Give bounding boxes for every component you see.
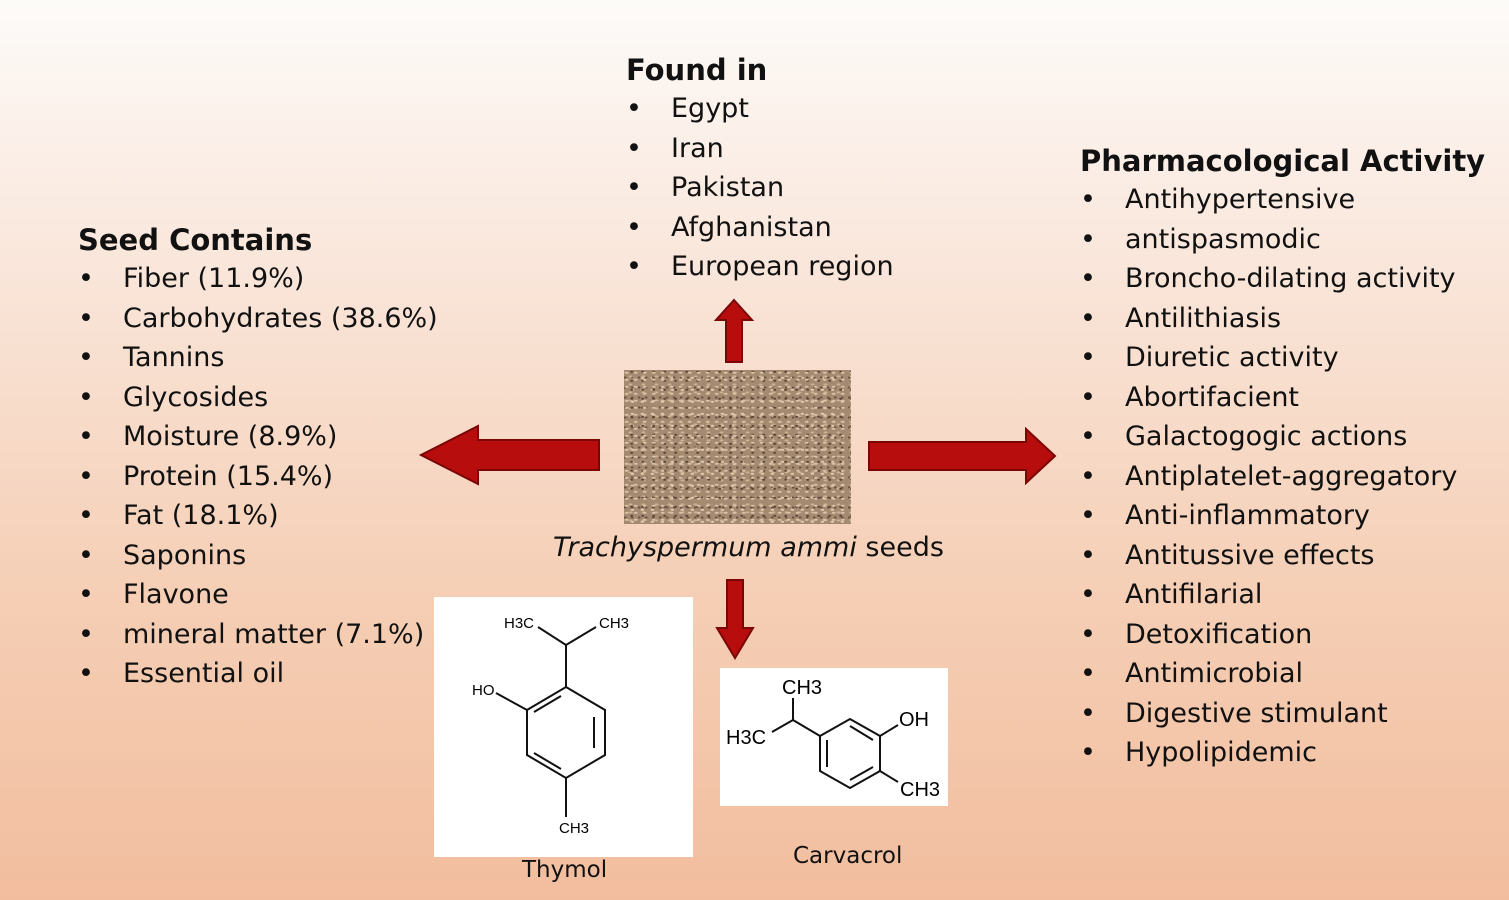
- list-item: •Pakistan: [626, 168, 784, 208]
- pharmacological-activity-list: •Antihypertensive •antispasmodic •Bronch…: [1080, 180, 1485, 773]
- list-item: •Protein (15.4%): [78, 457, 333, 497]
- bullet: •: [1080, 342, 1096, 373]
- list-item: •Antiplatelet-aggregatory: [1080, 457, 1485, 497]
- bullet: •: [626, 211, 642, 243]
- pharmacological-activity-section: Pharmacological Activity •Antihypertensi…: [1080, 144, 1485, 773]
- carvacrol-ch3-bottom-label: CH3: [900, 779, 940, 801]
- list-item: •Carbohydrates (38.6%): [78, 299, 438, 339]
- arrow-right-icon: [868, 427, 1057, 485]
- bullet: •: [78, 342, 94, 373]
- thymol-ch3-bottom-label: CH3: [559, 820, 589, 837]
- list-item: •Antimicrobial: [1080, 654, 1485, 694]
- bullet: •: [626, 93, 642, 124]
- thymol-ch3-top-label: CH3: [599, 615, 629, 632]
- bullet: •: [1080, 618, 1096, 650]
- list-item: •Anti-inflammatory: [1080, 496, 1485, 536]
- found-in-list: •Egypt •Iran •Pakistan •Afghanistan •Eur…: [626, 89, 894, 287]
- carvacrol-label: Carvacrol: [793, 843, 903, 869]
- seed-contains-heading: Seed Contains: [78, 223, 313, 257]
- bullet: •: [1080, 263, 1096, 294]
- bullet: •: [626, 132, 642, 164]
- list-item: •Broncho-dilating activity: [1080, 259, 1485, 299]
- carvacrol-structure-icon: CH3 H3C OH CH3: [726, 677, 940, 801]
- found-in-heading: Found in: [626, 53, 768, 87]
- list-item: •mineral matter (7.1%): [78, 615, 424, 655]
- thymol-h3c-label: H3C: [504, 615, 534, 632]
- list-item: •Glycosides: [78, 378, 312, 418]
- seed-photo: [624, 370, 851, 524]
- carvacrol-ch3-top-label: CH3: [782, 677, 822, 699]
- thymol-structure: H3C CH3 HO CH3: [434, 597, 693, 857]
- bullet: •: [1080, 697, 1096, 729]
- seed-contains-list: •Fiber (11.9%) •Carbohydrates (38.6%) •T…: [78, 259, 438, 694]
- bullet: •: [1080, 579, 1096, 610]
- bullet: •: [78, 381, 94, 413]
- bullet: •: [78, 263, 94, 294]
- bullet: •: [1080, 421, 1096, 452]
- carvacrol-h3c-label: H3C: [726, 727, 766, 749]
- list-item: •Saponins: [78, 536, 312, 576]
- bullet: •: [1080, 381, 1096, 413]
- caption-suffix: seeds: [856, 532, 944, 563]
- bullet: •: [78, 539, 94, 571]
- list-item: •antispasmodic: [1080, 220, 1485, 260]
- bullet: •: [1080, 500, 1096, 531]
- seed-caption: Trachyspermum ammi seeds: [553, 532, 944, 563]
- thymol-structure-icon: H3C CH3 HO CH3: [472, 615, 629, 837]
- bullet: •: [78, 658, 94, 689]
- carvacrol-oh-label: OH: [899, 709, 929, 731]
- arrow-down-icon: [715, 579, 755, 660]
- list-item: •Fat (18.1%): [78, 496, 312, 536]
- bullet: •: [1080, 539, 1096, 571]
- list-item: •Egypt: [626, 89, 767, 129]
- found-in-section: Found in •Egypt •Iran •Pakistan •Afghani…: [626, 53, 894, 287]
- bullet: •: [78, 618, 94, 650]
- list-item: •Galactogogic actions: [1080, 417, 1485, 457]
- list-item: •Flavone: [78, 575, 312, 615]
- seed-contains-section: Seed Contains •Fiber (11.9%) •Carbohydra…: [78, 223, 438, 694]
- arrow-up-icon: [713, 298, 755, 363]
- bullet: •: [1080, 658, 1096, 689]
- bullet: •: [78, 460, 94, 492]
- bullet: •: [1080, 302, 1096, 334]
- list-item: •Moisture (8.9%): [78, 417, 337, 457]
- list-item: •Hypolipidemic: [1080, 733, 1485, 773]
- bullet: •: [1080, 737, 1096, 768]
- arrow-left-icon: [418, 424, 600, 486]
- bullet: •: [78, 421, 94, 452]
- list-item: •Diuretic activity: [1080, 338, 1485, 378]
- list-item: •Afghanistan: [626, 208, 832, 248]
- carvacrol-structure: CH3 H3C OH CH3: [720, 668, 948, 806]
- pharmacological-activity-heading: Pharmacological Activity: [1080, 144, 1486, 178]
- species-name: Trachyspermum ammi: [553, 532, 857, 563]
- bullet: •: [1080, 460, 1096, 492]
- list-item: •Antilithiasis: [1080, 299, 1485, 339]
- list-item: •European region: [626, 247, 894, 287]
- list-item: •Essential oil: [78, 654, 312, 694]
- list-item: •Detoxification: [1080, 615, 1485, 655]
- bullet: •: [626, 172, 642, 203]
- list-item: •Iran: [626, 129, 767, 169]
- list-item: •Antitussive effects: [1080, 536, 1485, 576]
- bullet: •: [78, 302, 94, 334]
- bullet: •: [78, 500, 94, 531]
- thymol-ho-label: HO: [472, 682, 495, 699]
- list-item: •Abortifacient: [1080, 378, 1485, 418]
- bullet: •: [1080, 184, 1096, 215]
- bullet: •: [1080, 223, 1096, 255]
- thymol-label: Thymol: [522, 857, 608, 883]
- list-item: •Digestive stimulant: [1080, 694, 1485, 734]
- bullet: •: [78, 579, 94, 610]
- list-item: •Fiber (11.9%): [78, 259, 312, 299]
- list-item: •Antifilarial: [1080, 575, 1485, 615]
- bullet: •: [626, 251, 642, 282]
- list-item: •Antihypertensive: [1080, 180, 1485, 220]
- list-item: •Tannins: [78, 338, 312, 378]
